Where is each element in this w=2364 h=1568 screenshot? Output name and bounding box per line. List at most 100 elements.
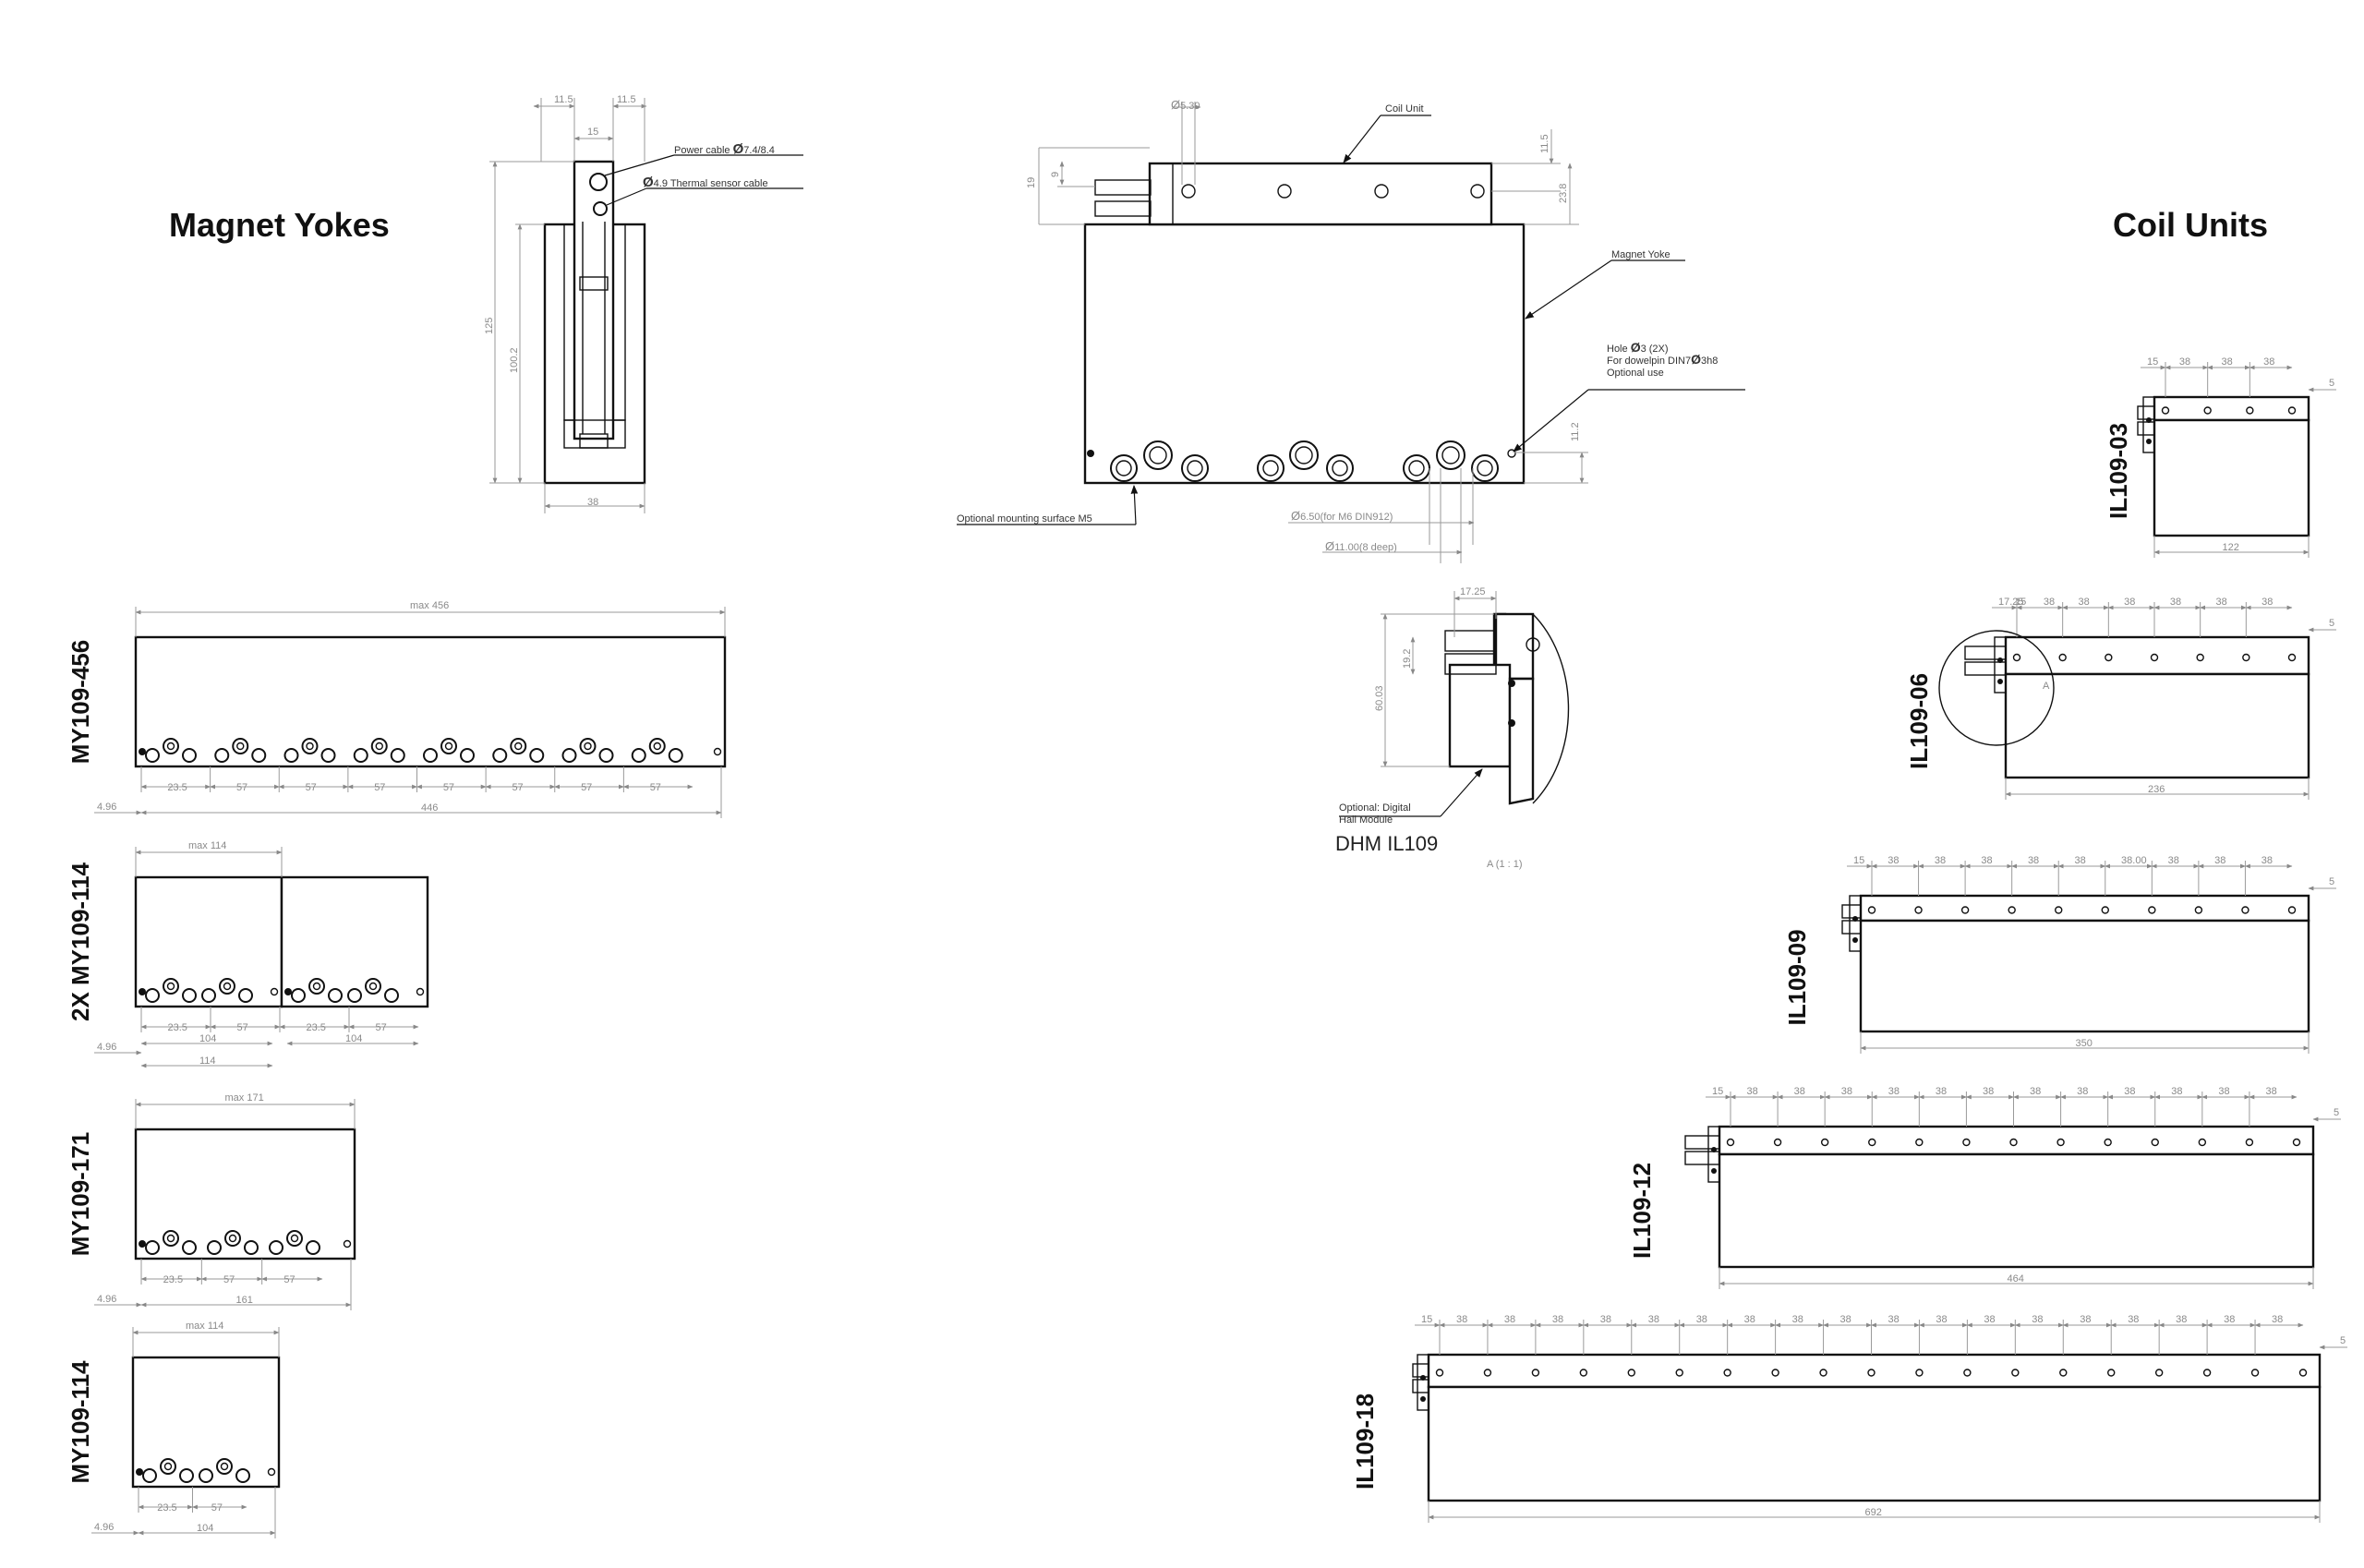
yoke-hole-small [182,988,197,1003]
dim-pitch: 38 [2261,597,2273,608]
dim-pitch: 38 [1936,1086,1947,1097]
yoke-hole-inner [653,742,661,751]
yoke-hole-small [182,1240,197,1255]
coil-connector [1707,1126,1720,1183]
coil-hole [2287,906,2297,914]
power-cable-hole [589,173,608,191]
yoke-hole-small [492,748,508,763]
dim-pitch: 38 [2075,855,2086,866]
callout-hole-line1: Hole Ø3 (2X) [1607,340,1669,355]
yoke-pin-end [713,747,722,756]
yoke-hole-inner [166,1234,175,1243]
heading-coil-units: Coil Units [2113,206,2268,244]
dim-detail-d192: 19.2 [1402,649,1413,669]
yoke-hole-large [301,738,319,754]
dim-end: 5 [2334,1107,2339,1118]
yoke-hole-inner [166,982,175,991]
yoke-pin [139,748,146,755]
diameter-symbol: Ø [1691,352,1701,367]
dim-pitch: 23.5 [157,1502,176,1514]
detail-marker: A [2043,681,2050,692]
coil-cable [1841,920,1862,935]
coil-hole [1915,1369,1924,1377]
diameter-symbol: Ø [733,141,744,157]
coil-top-bar [2153,395,2310,422]
dim-length: 236 [2148,784,2165,795]
coil-hole [2245,1138,2254,1147]
dim-pitch: 38 [2265,1086,2276,1097]
dim-start: 15 [2147,356,2158,368]
diameter-symbol: Ø [1631,340,1641,355]
dim-total: 161 [236,1295,253,1306]
coil-body [1859,919,2310,1033]
yoke-pin-end [270,987,279,996]
dim-end: 5 [2329,618,2334,629]
coil-cable [1841,904,1862,919]
yoke-hole-small [201,988,216,1003]
coil-pin [1420,1396,1426,1402]
coil-hole [1579,1369,1588,1377]
dim-pitch: 57 [443,782,454,793]
yoke-pin-end [416,987,425,996]
callout-magnet-yoke: Magnet Yoke [1611,249,1670,260]
yoke-pin-end [343,1239,352,1248]
dim-sub-a: 104 [199,1033,216,1044]
dim-pitch: 57 [211,1502,223,1514]
coil-connector [1417,1354,1429,1411]
yoke-hole-inner [290,1234,299,1243]
coil-pin [1997,657,2003,663]
coil-hole [2198,1138,2207,1147]
dim-pitch: 38 [1935,855,1946,866]
dim-pitch: 38 [1456,1314,1467,1325]
yoke-hole-small [631,748,646,763]
yoke-hole-small [214,748,230,763]
dim-pitch: 38 [2179,356,2190,368]
coil-hole [1726,1138,1735,1147]
yoke-label: MY109-171 [66,1132,94,1256]
coil-hole [2202,1369,2212,1377]
dim-length: 692 [1865,1507,1882,1518]
coil-hole [2101,906,2109,914]
dim-pitch: 38 [1552,1314,1563,1325]
dim-pitch: 57 [512,782,523,793]
dim-pitch: 38 [2128,1314,2139,1325]
yoke-hole-inner [228,1234,237,1243]
coil-hole [1960,906,1970,914]
yoke-hole-small [390,748,405,763]
coil-hole [1962,1138,1971,1147]
dim-pitch: 38 [1983,1086,1994,1097]
coil-hole [2056,1138,2065,1147]
detail-note-line2: Hall Module [1339,814,1393,826]
coil-pin [1852,937,1858,943]
yoke-hole-small [145,988,160,1003]
yoke-pin-end [267,1467,276,1477]
dim-pitch: 38 [2176,1314,2187,1325]
coil-cable [1412,1379,1429,1393]
side-coil-body [573,160,615,440]
coil-hole [2246,406,2254,415]
dim-pitch: 38 [1888,1314,1899,1325]
yoke-hole-small [423,748,438,763]
yoke-hole-large [160,1458,176,1475]
dim-pitch: 38 [1794,1086,1805,1097]
dim-pitch: 38 [1744,1314,1755,1325]
dim-pitch: 38 [2222,356,2233,368]
yoke-hole-inner [306,742,314,751]
yoke-hole-small [251,748,267,763]
dim-pitch: 57 [237,1022,248,1033]
yoke-hole-small [142,1468,157,1483]
yoke-pin [136,1468,143,1476]
dim-pitch: 38 [2272,1314,2283,1325]
dim-pitch: 38 [2044,597,2055,608]
dim-pitch: 57 [223,1274,235,1285]
yoke-hole-small [460,748,475,763]
callout-hole-prefix: Hole [1607,344,1631,355]
dim-length: 122 [2223,542,2239,553]
coil-hole [2008,906,2016,914]
yoke-pin [139,988,146,995]
